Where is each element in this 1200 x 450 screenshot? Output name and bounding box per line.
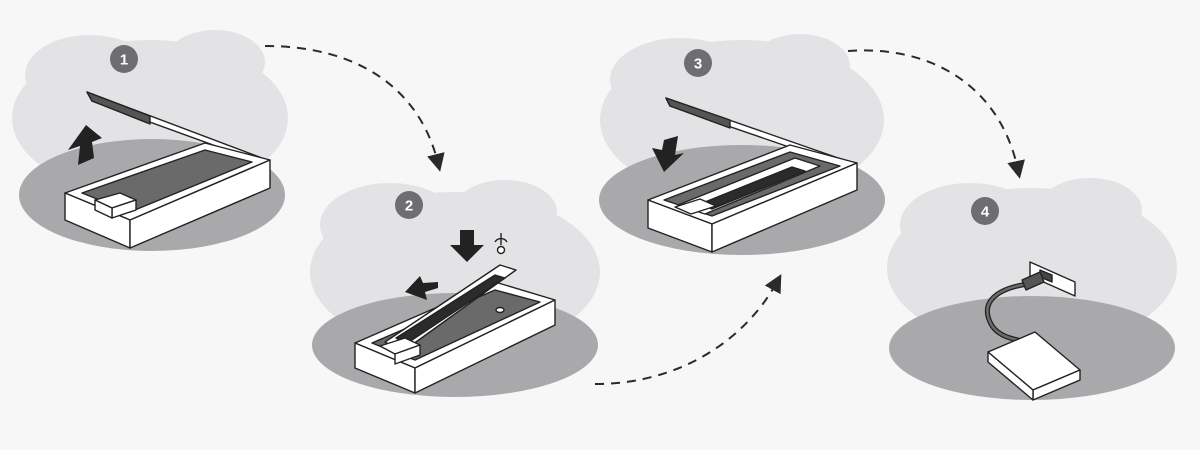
step-3-enclosure	[647, 97, 858, 253]
step-3-down-arrow-icon	[652, 136, 684, 172]
step-1-badge: 1	[110, 45, 138, 73]
step-4-devices	[985, 261, 1081, 401]
step-2-panel: 2	[310, 180, 600, 397]
step-2-badge-circle	[395, 191, 423, 219]
step-3-badge: 3	[684, 49, 712, 77]
step-3-panel: 3	[599, 34, 885, 255]
step-2-enclosure	[354, 233, 556, 394]
step-4-badge: 4	[971, 197, 999, 225]
step-2-push-arrow-icon	[405, 276, 438, 300]
step-4-number: 4	[981, 204, 990, 221]
step-1-up-arrow-icon	[68, 125, 102, 165]
step-4-panel: 4	[887, 178, 1177, 401]
step-2-down-arrow-icon	[450, 230, 484, 262]
step-2-number: 2	[405, 198, 413, 215]
arrow-step1-to-step2	[264, 45, 445, 172]
step-4-badge-circle	[971, 197, 999, 225]
step-1-badge-circle	[110, 45, 138, 73]
step-3-badge-circle	[684, 49, 712, 77]
step-1-number: 1	[120, 52, 128, 69]
step-1-panel: 1	[12, 30, 288, 251]
step-1-enclosure	[64, 91, 271, 249]
flow-arrows	[264, 45, 1025, 385]
step-2-badge: 2	[395, 191, 423, 219]
step-3-number: 3	[694, 56, 702, 73]
arrow-step2-to-step3	[594, 274, 782, 385]
arrow-step3-to-step4	[847, 49, 1025, 179]
